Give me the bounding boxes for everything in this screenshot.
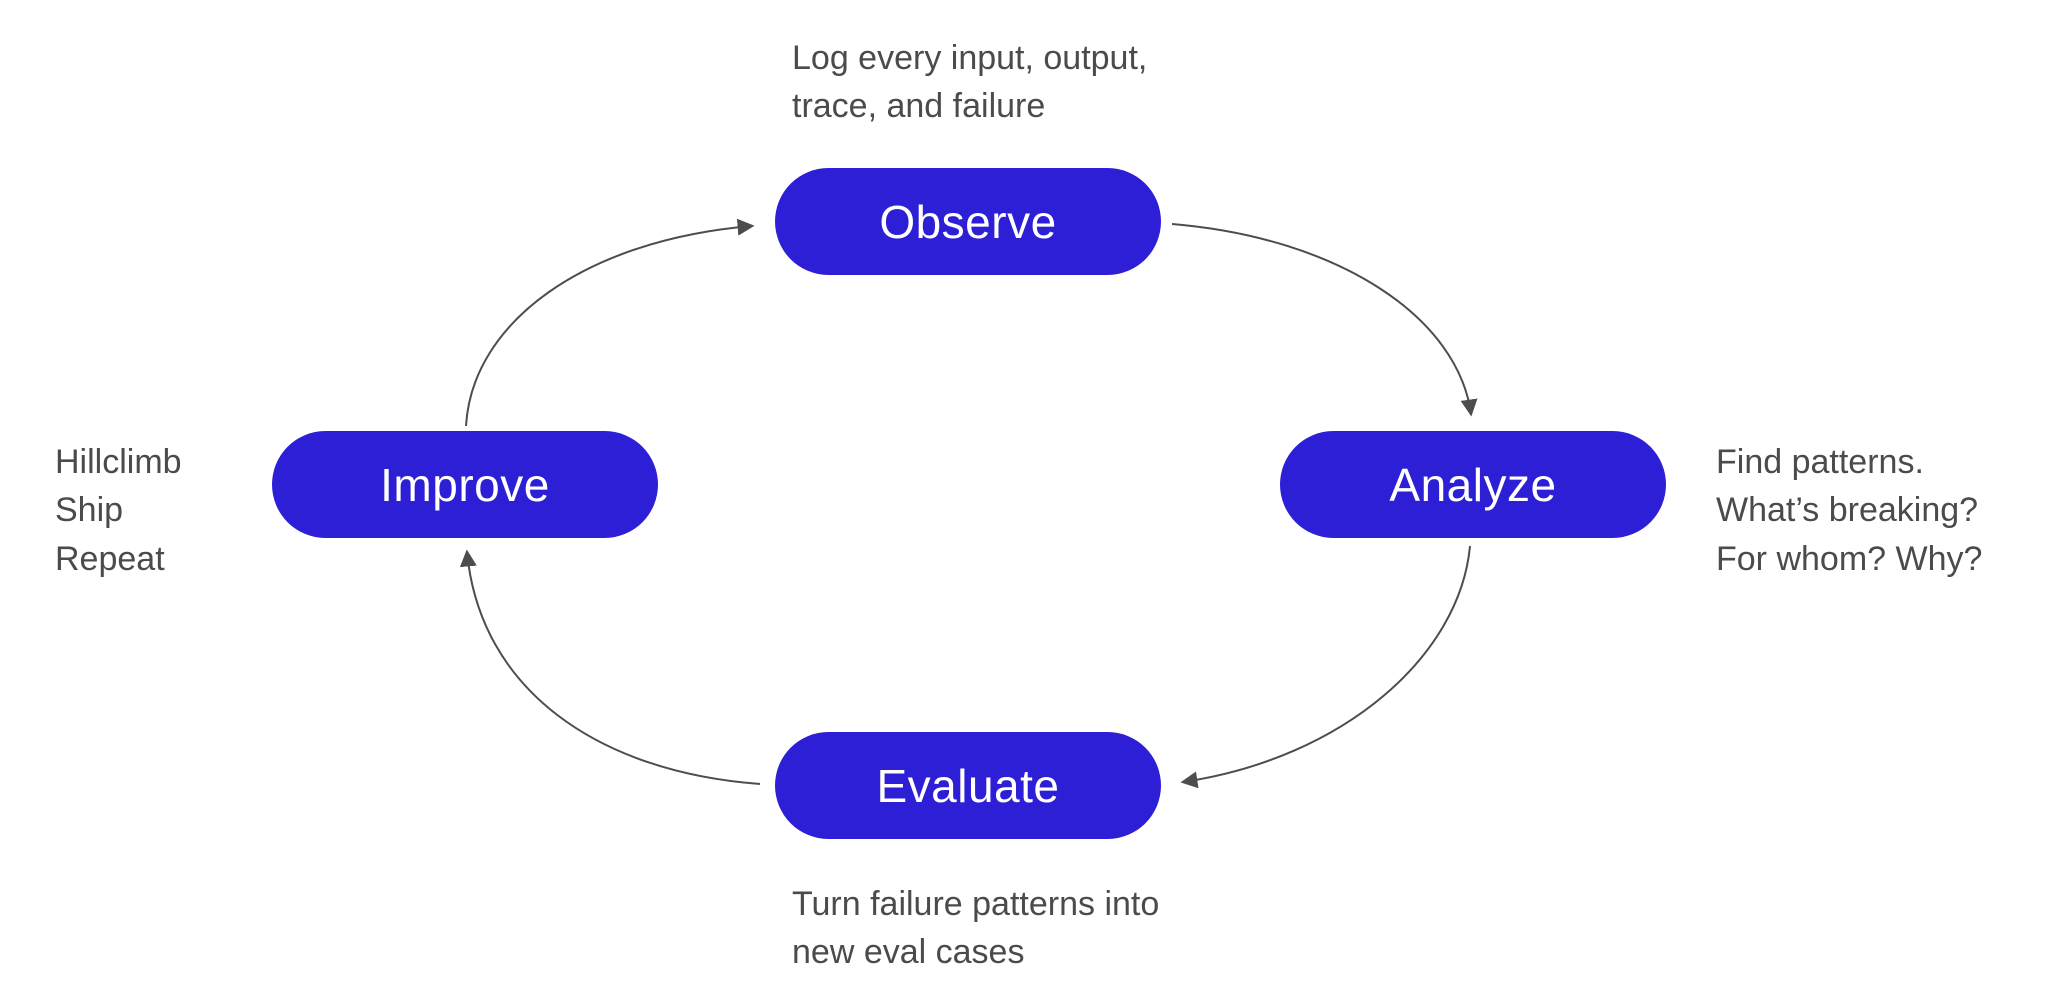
node-observe-label: Observe: [879, 195, 1057, 248]
node-evaluate-label: Evaluate: [876, 759, 1060, 812]
node-analyze: Analyze: [1280, 431, 1666, 538]
flow-arrow-improve-observe: [465, 218, 755, 427]
node-analyze-label: Analyze: [1389, 458, 1557, 511]
flow-arrow-observe-analyze: [1171, 223, 1478, 417]
flow-arrow-evaluate-improve: [459, 549, 761, 785]
node-improve-label: Improve: [380, 458, 550, 511]
annotation-observe: Log every input, output, trace, and fail…: [792, 39, 1148, 126]
node-improve: Improve: [272, 431, 658, 538]
annotation-evaluate: Turn failure patterns into new eval case…: [792, 885, 1160, 972]
annotation-analyze: Find patterns. What’s breaking? For whom…: [1716, 443, 1983, 578]
node-observe: Observe: [775, 168, 1161, 275]
flow-arrow-analyze-evaluate: [1180, 545, 1471, 789]
node-evaluate: Evaluate: [775, 732, 1161, 839]
annotation-improve: Hillclimb Ship Repeat: [55, 443, 182, 578]
